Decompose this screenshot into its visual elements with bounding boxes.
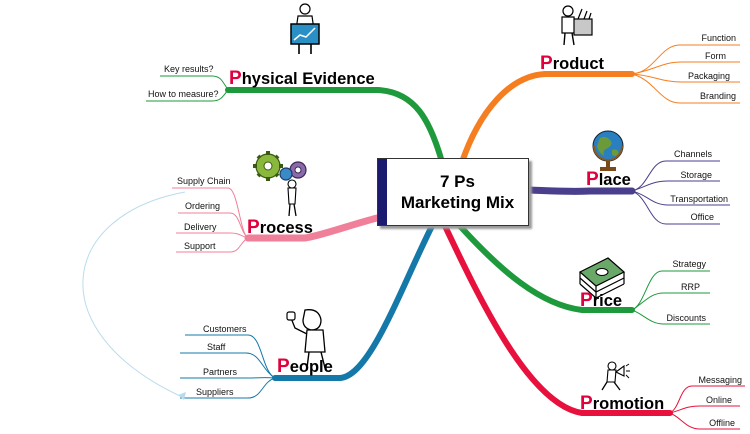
central-topic-accent-bar	[378, 159, 387, 225]
central-topic[interactable]: 7 Ps Marketing Mix	[377, 158, 529, 226]
central-topic-text: 7 Ps Marketing Mix	[387, 159, 528, 225]
branch-line-people	[272, 223, 435, 381]
branch-price[interactable]: Price	[580, 290, 623, 311]
leaf-ordering[interactable]: Ordering	[185, 201, 221, 211]
presenter-with-chart-icon	[290, 3, 320, 54]
branch-promotion[interactable]: Promotion	[580, 393, 665, 414]
branch-line-product	[459, 71, 635, 165]
branch-process[interactable]: Process	[247, 217, 313, 238]
leaf-lines-price	[631, 270, 710, 325]
connector-arrowhead	[178, 392, 186, 400]
leaf-packaging[interactable]: Packaging	[687, 71, 730, 81]
branch-place[interactable]: Place	[586, 169, 631, 190]
leaf-lines-place	[631, 160, 730, 225]
branch-line-promotion	[442, 223, 673, 416]
branch-line-place	[525, 186, 636, 195]
central-topic-line-1: 7 Ps	[440, 172, 475, 191]
leaf-offline[interactable]: Offline	[709, 418, 735, 428]
money-stack-icon	[578, 257, 626, 299]
leaf-lines-physical-evidence	[146, 75, 229, 102]
leaf-branding[interactable]: Branding	[699, 91, 736, 101]
leaf-lines-people	[180, 334, 276, 399]
branch-initial: P	[540, 53, 553, 74]
gears-with-person-icon	[253, 151, 307, 217]
branch-people[interactable]: People	[277, 356, 333, 377]
branch-line-price	[457, 223, 635, 313]
leaf-storage[interactable]: Storage	[680, 170, 712, 180]
leaf-lines-process	[172, 187, 249, 253]
leaf-transportation[interactable]: Transportation	[670, 194, 728, 204]
person-with-megaphone-icon	[601, 361, 630, 391]
branch-initial: P	[229, 68, 242, 89]
branch-label-text: eople	[289, 358, 333, 376]
branch-product[interactable]: Product	[540, 53, 605, 74]
branch-initial: P	[580, 393, 593, 414]
branch-physical-evidence[interactable]: Physical Evidence	[229, 68, 375, 89]
person-with-box-icon	[561, 5, 593, 46]
leaf-function[interactable]: Function	[701, 33, 736, 43]
branch-line-process	[244, 214, 381, 242]
leaf-discounts[interactable]: Discounts	[666, 313, 706, 323]
branch-line-physical-evidence	[225, 87, 445, 165]
branch-label-text: romotion	[592, 395, 665, 413]
globe-icon	[592, 130, 624, 171]
leaf-key-results[interactable]: Key results?	[164, 64, 214, 74]
leaf-online[interactable]: Online	[705, 395, 732, 405]
thumbs-up-person-icon	[286, 309, 326, 369]
leaf-strategy[interactable]: Strategy	[672, 259, 706, 269]
leaf-support[interactable]: Support	[184, 241, 216, 251]
branch-initial: P	[586, 169, 599, 190]
leaf-partners[interactable]: Partners	[203, 367, 238, 377]
branch-label-text: rocess	[259, 219, 313, 237]
leaf-staff[interactable]: Staff	[207, 342, 226, 352]
branch-label-text: roduct	[552, 55, 605, 73]
leaf-customers[interactable]: Customers	[203, 324, 247, 334]
branch-label-text: lace	[598, 171, 631, 189]
leaf-lines-promotion	[669, 385, 745, 430]
branch-initial: P	[277, 356, 290, 377]
central-topic-line-2: Marketing Mix	[400, 193, 515, 212]
relationship-connector	[82, 191, 186, 397]
leaf-delivery[interactable]: Delivery	[184, 222, 217, 232]
leaf-channels[interactable]: Channels	[673, 149, 712, 159]
branch-initial: P	[580, 290, 593, 311]
leaf-suppliers[interactable]: Suppliers	[196, 387, 234, 397]
leaf-rrp[interactable]: RRP	[680, 282, 700, 292]
leaf-office[interactable]: Office	[690, 212, 714, 222]
leaf-form[interactable]: Form	[705, 51, 726, 61]
branch-label-text: hysical Evidence	[241, 70, 375, 88]
branch-label-text: rice	[592, 292, 623, 310]
leaf-how-to-measure[interactable]: How to measure?	[148, 89, 219, 99]
leaf-lines-product	[631, 44, 740, 104]
branch-initial: P	[247, 217, 260, 238]
leaf-supply-chain[interactable]: Supply Chain	[177, 176, 231, 186]
leaf-messaging[interactable]: Messaging	[698, 375, 742, 385]
